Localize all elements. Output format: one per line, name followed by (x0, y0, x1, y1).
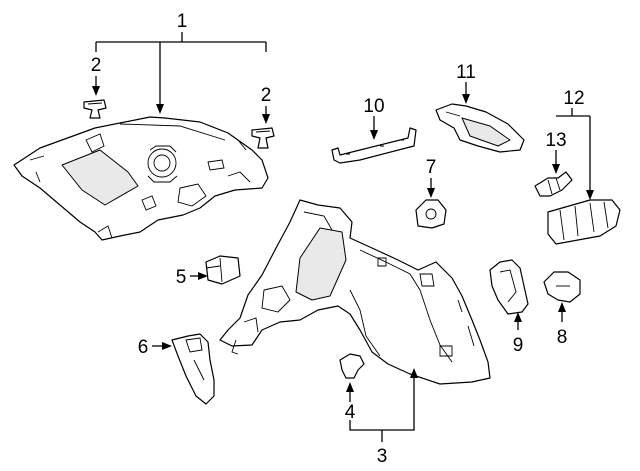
callout-13: 13 (545, 130, 566, 151)
callout-12: 12 (563, 88, 584, 109)
lamp-bulb (534, 171, 573, 197)
callout-2a: 2 (91, 55, 102, 76)
bumper-stop (415, 199, 447, 229)
leader-lines (92, 32, 594, 442)
callout-9: 9 (513, 335, 524, 356)
lamp-assembly (547, 199, 621, 245)
connector-clip (543, 271, 581, 303)
callout-6: 6 (138, 337, 149, 358)
callout-labels: 1 2 2 3 4 5 6 7 8 9 10 11 12 13 (91, 11, 585, 467)
callout-1: 1 (177, 11, 188, 32)
callout-8: 8 (557, 327, 568, 348)
callout-2b: 2 (261, 85, 272, 106)
retainer-block (205, 255, 241, 285)
callout-3: 3 (377, 446, 388, 467)
lower-quarter-trim-panel (219, 199, 491, 385)
side-bracket (171, 333, 215, 405)
callout-10: 10 (363, 96, 384, 117)
callout-7: 7 (426, 157, 437, 178)
bracket (331, 127, 417, 164)
push-clip (339, 353, 365, 379)
upper-quarter-trim-panel (13, 116, 269, 241)
clip-left (83, 99, 107, 119)
callout-11: 11 (456, 62, 476, 83)
upper-trim-piece (435, 103, 525, 153)
callout-4: 4 (345, 402, 356, 423)
clip-right (251, 127, 275, 149)
pocket-trim (489, 259, 529, 315)
callout-5: 5 (176, 267, 187, 288)
